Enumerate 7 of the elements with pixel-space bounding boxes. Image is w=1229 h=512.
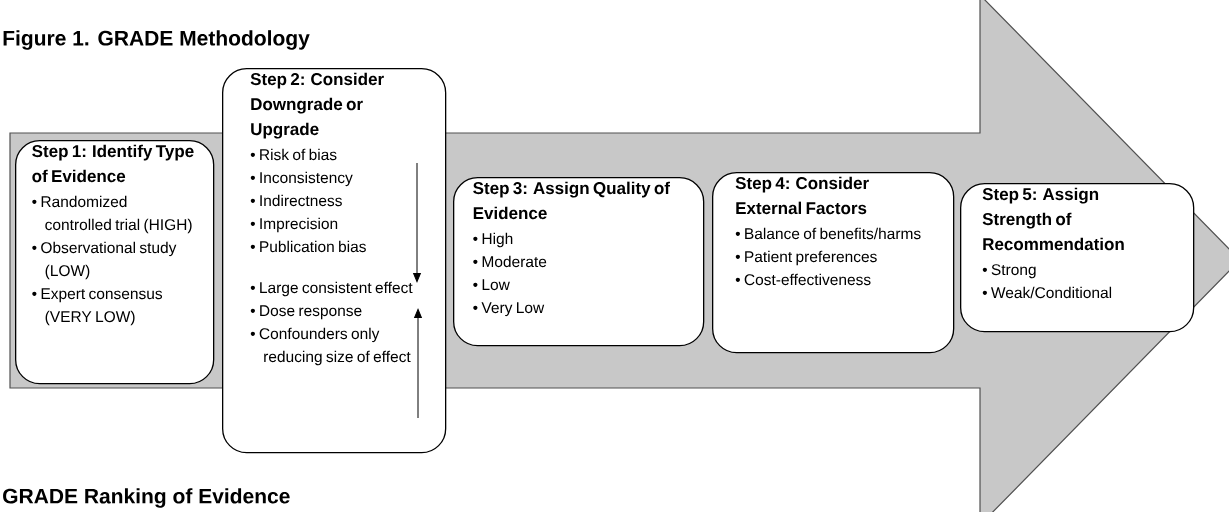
step-box: Step 3: Assign Quality of Evidence • High • Moderate • Low • Very Low: [453, 177, 705, 347]
section-heading: GRADE Ranking of Evidence: [3, 488, 290, 508]
figure-title: Figure 1. GRADE Methodology: [3, 30, 310, 50]
step-box: Step 1: Identify Type of Evidence • Randomized controlled trial (HIGH) • Observational study (LOW) • Expert consensus (VERY LOW): [15, 140, 215, 385]
step-box: Step 4: Consider External Factors • Balance of benefits/harms • Patient preferences • Cost-effectiveness: [712, 172, 955, 354]
step-box: Step 5: Assign Strength of Recommendation • Strong • Weak/Conditional: [960, 183, 1195, 333]
step-box: Step 2: Consider Downgrade or Upgrade • Risk of bias • Inconsistency • Indirectness • Imprecision • Publication bias • Large consistent effect • Dose response • Confounders only reducing size of effect: [222, 68, 447, 454]
